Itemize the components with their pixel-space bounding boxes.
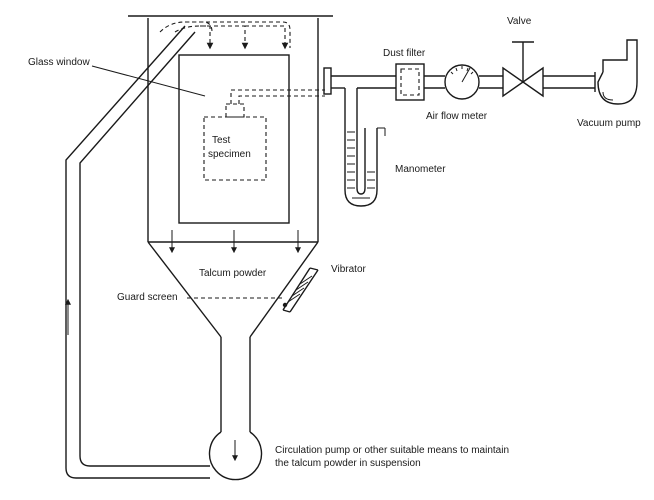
test-specimen	[203, 116, 267, 181]
dust-filter	[395, 63, 425, 101]
label-manometer: Manometer	[395, 164, 446, 175]
label-vibrator: Vibrator	[331, 264, 367, 275]
label-valve: Valve	[507, 16, 532, 27]
air-flow-meter	[444, 64, 480, 100]
suction-pipe	[331, 75, 595, 89]
return-pipe	[65, 25, 210, 479]
label-circulation-line1: Circulation pump or other suitable means…	[275, 445, 509, 456]
manometer	[344, 88, 386, 207]
label-talcum-powder: Talcum powder	[199, 268, 267, 279]
dust-inlet-lines	[159, 21, 291, 50]
specimen-connector	[225, 103, 245, 118]
label-dust-filter: Dust filter	[383, 48, 426, 59]
glass-window	[178, 54, 290, 224]
funnel-hopper	[147, 241, 319, 338]
glass-window-leader	[91, 65, 206, 97]
label-glass-window: Glass window	[28, 57, 90, 68]
powder-flow-arrows	[169, 230, 301, 254]
circulation-pump	[208, 337, 263, 481]
label-vacuum-pump: Vacuum pump	[577, 118, 641, 129]
test-chamber	[128, 15, 333, 243]
label-guard-screen: Guard screen	[117, 292, 178, 303]
label-air-flow-meter: Air flow meter	[426, 111, 488, 122]
label-circulation-line2: the talcum powder in suspension	[275, 458, 421, 469]
label-specimen: specimen	[208, 149, 251, 160]
outlet-flange	[323, 67, 332, 95]
valve	[502, 41, 544, 98]
label-test: Test	[212, 135, 231, 146]
vacuum-pump	[594, 39, 638, 105]
vibrator	[282, 267, 319, 313]
suction-line	[230, 89, 325, 104]
